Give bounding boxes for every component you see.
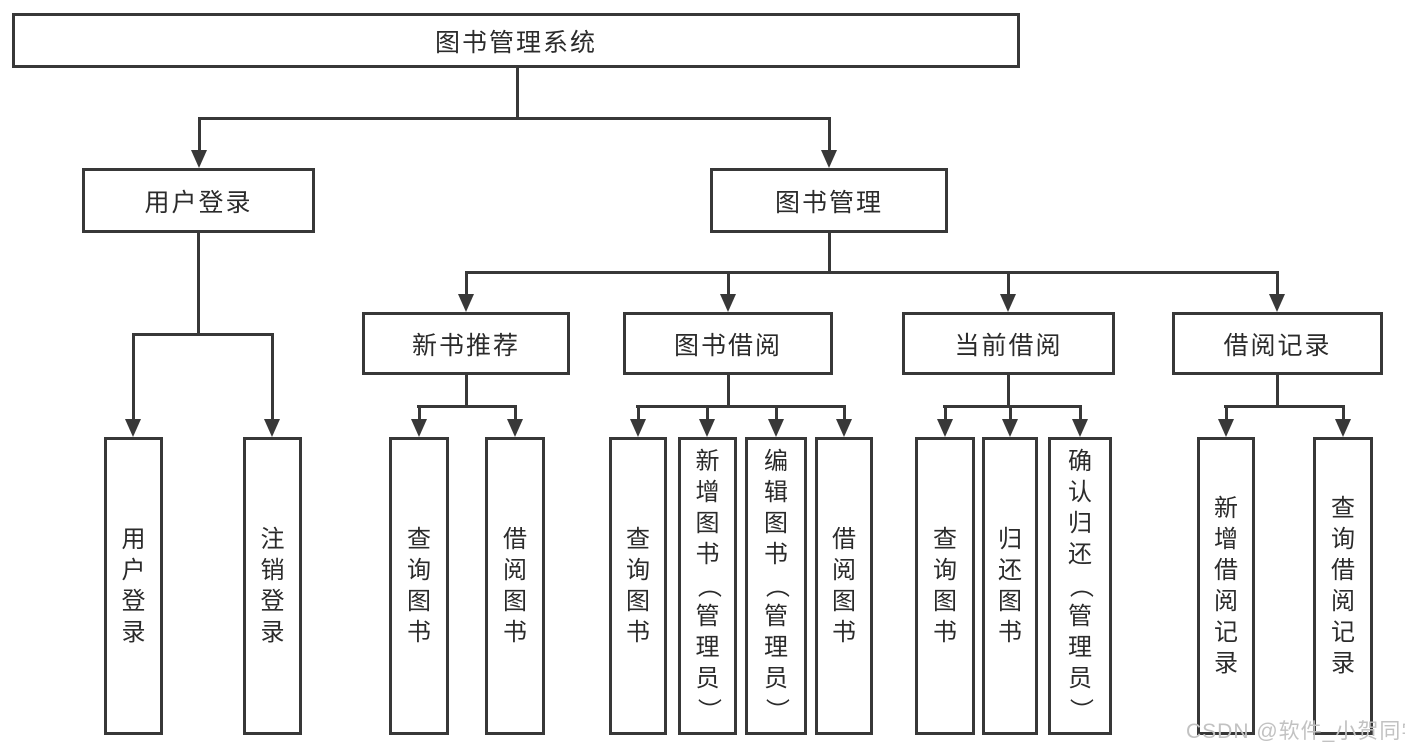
- node-label: 用户登录: [121, 525, 146, 646]
- arrow-down-icon: [1000, 294, 1016, 312]
- node-label: 新增借阅记录: [1214, 494, 1238, 677]
- connector-vline: [1009, 405, 1012, 421]
- arrow-down-icon: [1002, 419, 1018, 437]
- connector-vline: [516, 68, 519, 118]
- node-label: 图书管理系统: [434, 28, 597, 57]
- node-book-management-branch: 图书管理: [710, 168, 948, 233]
- watermark: CSDN @软件_小贺同学: [1186, 720, 1405, 743]
- connector-hline: [417, 405, 517, 408]
- connector-hline: [465, 271, 1279, 274]
- connector-vline: [727, 271, 730, 297]
- connector-vline: [1276, 271, 1279, 297]
- connector-vline: [1342, 405, 1345, 421]
- node-label: 借阅记录: [1223, 331, 1332, 360]
- node-label: 编辑图书（管理员）: [763, 448, 790, 723]
- node-query-borrow-record: 查询借阅记录: [1313, 437, 1373, 735]
- connector-vline: [132, 333, 135, 421]
- node-label: 图书借阅: [673, 331, 782, 360]
- node-confirm-return-admin: 确认归还（管理员）: [1048, 437, 1112, 735]
- arrow-down-icon: [1269, 294, 1285, 312]
- node-label: 借阅图书: [503, 525, 527, 646]
- node-current-borrow: 当前借阅: [902, 312, 1115, 375]
- arrow-down-icon: [191, 150, 207, 168]
- connector-vline: [465, 375, 468, 408]
- connector-hline: [132, 333, 274, 336]
- arrow-down-icon: [125, 419, 141, 437]
- arrow-down-icon: [411, 419, 427, 437]
- connector-vline: [197, 233, 200, 335]
- connector-vline: [1007, 271, 1010, 297]
- node-add-books-admin: 新增图书（管理员）: [678, 437, 737, 735]
- connector-hline: [1224, 405, 1345, 408]
- node-label: 借阅图书: [832, 525, 856, 646]
- node-user-login-branch: 用户登录: [82, 168, 315, 233]
- node-query-books-current: 查询图书: [915, 437, 975, 735]
- arrow-down-icon: [1335, 419, 1351, 437]
- connector-vline: [843, 405, 846, 421]
- node-add-borrow-record: 新增借阅记录: [1197, 437, 1255, 735]
- connector-vline: [1225, 405, 1228, 421]
- arrow-down-icon: [1218, 419, 1234, 437]
- node-borrow-books: 借阅图书: [815, 437, 873, 735]
- node-label: 查询图书: [933, 525, 957, 646]
- arrow-down-icon: [720, 294, 736, 312]
- arrow-down-icon: [937, 419, 953, 437]
- arrow-down-icon: [699, 419, 715, 437]
- node-borrow-records: 借阅记录: [1172, 312, 1383, 375]
- connector-vline: [706, 405, 709, 421]
- arrow-down-icon: [507, 419, 523, 437]
- connector-hline: [198, 117, 831, 120]
- connector-vline: [1276, 375, 1279, 408]
- node-label: 确认归还（管理员）: [1067, 448, 1094, 723]
- node-return-books: 归还图书: [982, 437, 1038, 735]
- arrow-down-icon: [264, 419, 280, 437]
- connector-vline: [828, 117, 831, 152]
- node-new-book-recommend: 新书推荐: [362, 312, 570, 375]
- node-label: 用户登录: [144, 188, 253, 217]
- arrow-down-icon: [768, 419, 784, 437]
- node-logout: 注销登录: [243, 437, 302, 735]
- node-query-books-recommend: 查询图书: [389, 437, 449, 735]
- node-label: 当前借阅: [954, 331, 1063, 360]
- node-edit-books-admin: 编辑图书（管理员）: [745, 437, 807, 735]
- connector-vline: [944, 405, 947, 421]
- node-book-borrow: 图书借阅: [623, 312, 833, 375]
- arrow-down-icon: [836, 419, 852, 437]
- node-borrow-books-recommend: 借阅图书: [485, 437, 545, 735]
- connector-vline: [775, 405, 778, 421]
- connector-hline: [636, 405, 846, 408]
- connector-vline: [198, 117, 201, 152]
- node-book-management-system: 图书管理系统: [12, 13, 1020, 68]
- node-label: 查询借阅记录: [1331, 494, 1355, 677]
- arrow-down-icon: [458, 294, 474, 312]
- arrow-down-icon: [630, 419, 646, 437]
- connector-vline: [637, 405, 640, 421]
- arrow-down-icon: [1072, 419, 1088, 437]
- connector-vline: [727, 375, 730, 408]
- node-query-books-borrow: 查询图书: [609, 437, 667, 735]
- node-label: 查询图书: [626, 525, 650, 646]
- node-user-login: 用户登录: [104, 437, 163, 735]
- connector-vline: [1079, 405, 1082, 421]
- node-label: 图书管理: [774, 188, 883, 217]
- node-label: 新书推荐: [411, 331, 520, 360]
- connector-vline: [418, 405, 421, 421]
- connector-vline: [828, 233, 831, 274]
- connector-vline: [514, 405, 517, 421]
- node-label: 归还图书: [998, 525, 1022, 646]
- arrow-down-icon: [821, 150, 837, 168]
- connector-vline: [465, 271, 468, 297]
- node-label: 新增图书（管理员）: [694, 448, 722, 723]
- node-label: 注销登录: [260, 525, 285, 646]
- connector-vline: [1007, 375, 1010, 408]
- node-label: 查询图书: [407, 525, 431, 646]
- connector-vline: [271, 333, 274, 421]
- connector-hline: [943, 405, 1082, 408]
